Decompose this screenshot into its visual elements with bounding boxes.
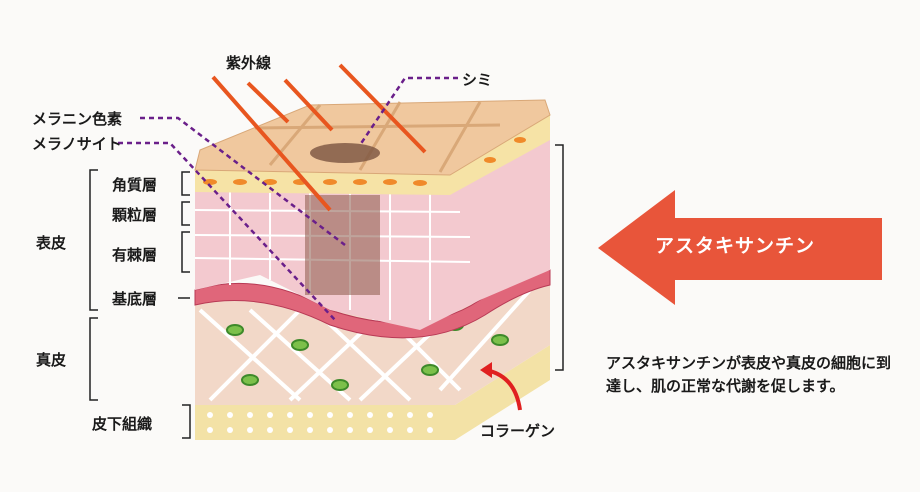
astaxanthin-arrow — [598, 190, 882, 305]
spot — [310, 143, 380, 163]
collagen-label: コラーゲン — [480, 422, 556, 440]
astaxanthin-label: アスタキサンチン — [655, 235, 816, 257]
epidermis-label: 表皮 — [36, 234, 67, 252]
uv-label: 紫外線 — [226, 54, 272, 72]
stratum-granulosum-label: 顆粒層 — [112, 206, 158, 224]
melanin-column — [305, 195, 380, 295]
layer-brackets — [89, 144, 564, 439]
stratum-spinosum-label: 有棘層 — [112, 246, 158, 264]
melanin-label: メラニン色素 — [32, 110, 123, 128]
stratum-basale-label: 基底層 — [112, 290, 158, 308]
subcutaneous-layer — [195, 345, 550, 440]
dermis-label: 真皮 — [36, 351, 67, 369]
description-text: アスタキサンチンが表皮や真皮の細胞に到達し、肌の正常な代謝を促します。 — [606, 354, 892, 395]
subcutaneous-label: 皮下組織 — [92, 415, 153, 433]
stratum-corneum-label: 角質層 — [112, 176, 158, 194]
spot-label: シミ — [462, 71, 493, 89]
melanocyte-label: メラノサイト — [32, 135, 122, 153]
